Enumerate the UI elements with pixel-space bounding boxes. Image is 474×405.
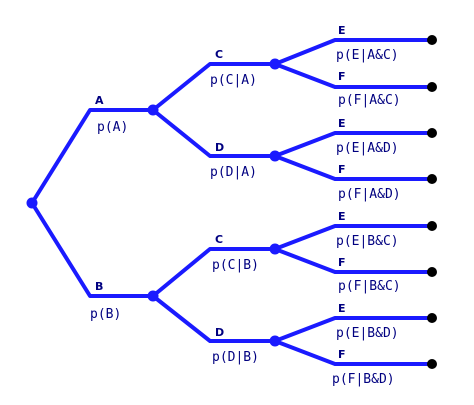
leaf-ac-f [427,82,437,92]
outcome-label-a: A [95,94,104,107]
branch-a-d [151,108,277,158]
leaf-bd-e [427,313,437,323]
outcome-label-a-d: D [215,141,224,154]
outcome-label-ac-f: F [338,70,346,83]
probability-label-ad-f: p(F|A&D) [338,187,401,202]
outcome-label-bc-e: E [338,210,346,223]
node-b [147,290,159,302]
branch-ac-f [273,62,434,89]
outcome-label-ac-e: E [338,24,346,37]
outcome-label-bd-e: E [338,302,346,315]
probability-label-ad-e: p(E|A&D) [336,141,399,156]
probability-label-b: p(B) [90,307,121,322]
leaf-bc-f [427,267,437,277]
outcome-label-ad-e: E [338,117,346,130]
branch-ac-e [273,38,434,66]
probability-label-a-c: p(C|A) [210,73,257,88]
outcome-label-bc-f: F [338,256,346,269]
outcome-label-bd-f: F [338,348,346,361]
branch-b [30,201,155,298]
branch-bd-f [273,339,434,366]
leaf-ad-e [427,128,437,138]
branch-bc-e [273,224,434,251]
outcome-label-b: B [95,280,103,293]
probability-label-a: p(A) [97,120,128,135]
probability-label-bd-e: p(E|B&D) [336,326,399,341]
probability-label-ac-f: p(F|A&C) [338,93,401,108]
branch-bc-f [273,247,434,274]
root-node [26,197,38,209]
outcome-label-b-d: D [215,326,224,339]
leaf-ad-f [427,174,437,184]
leaf-bc-e [427,221,437,231]
outcome-label-b-c: C [215,233,223,246]
leaf-bd-f [427,359,437,369]
branch-ad-e [273,131,434,158]
node-b-d [269,335,281,347]
probability-label-b-d: p(D|B) [212,350,259,365]
node-a-d [269,150,281,162]
node-a [147,104,159,116]
leaf-ac-e [427,35,437,45]
branch-bd-e [273,316,434,343]
branch-a-c [151,62,277,112]
node-a-c [269,58,281,70]
probability-label-a-d: p(D|A) [210,165,257,180]
branch-ad-f [273,154,434,181]
branch-b-d [151,294,277,343]
node-b-c [269,243,281,255]
branch-b-c [151,247,277,298]
outcome-label-ad-f: F [338,163,346,176]
probability-label-b-c: p(C|B) [212,258,259,273]
outcome-label-a-c: C [215,48,223,61]
branch-a [30,108,155,205]
probability-label-bd-f: p(F|B&D) [332,372,395,387]
probability-label-bc-f: p(F|B&C) [338,279,401,294]
probability-label-ac-e: p(E|A&C) [336,48,399,63]
probability-label-bc-e: p(E|B&C) [336,234,399,249]
